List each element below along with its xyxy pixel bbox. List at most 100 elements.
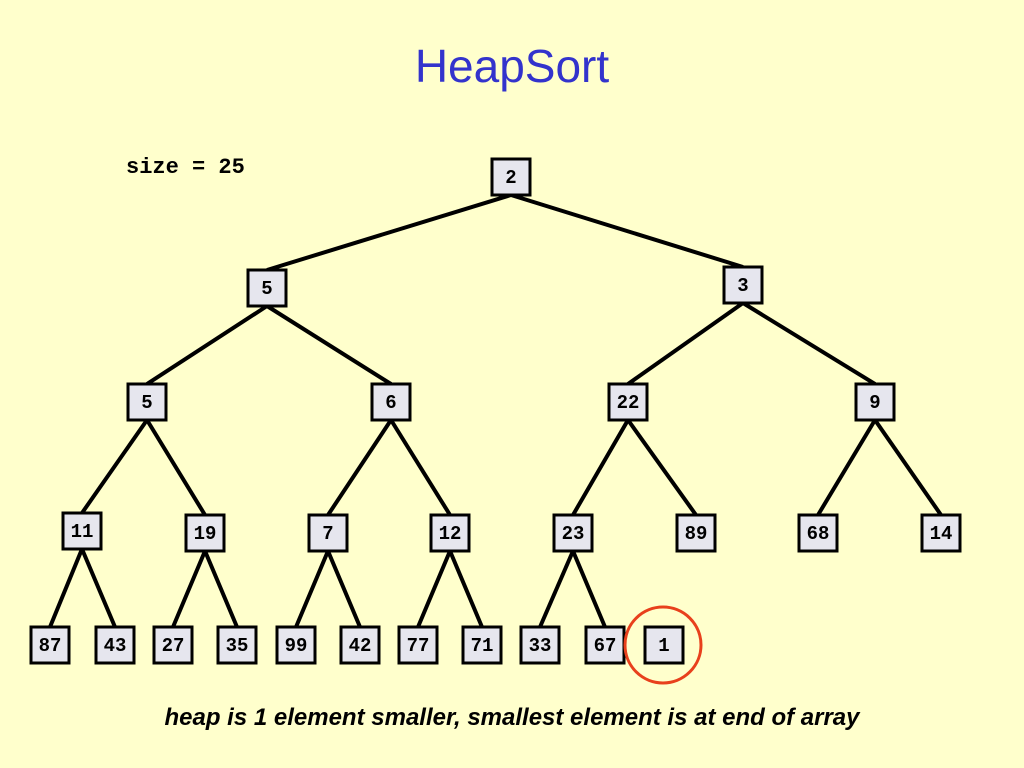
node-value: 7 xyxy=(322,523,333,545)
node-box xyxy=(920,513,962,553)
node-box xyxy=(29,625,71,665)
tree-node: 89 xyxy=(675,513,717,553)
tree-node: 22 xyxy=(607,382,649,422)
node-box xyxy=(490,157,532,197)
tree-node: 87 xyxy=(29,625,71,665)
tree-edge xyxy=(294,550,330,628)
node-value: 19 xyxy=(194,523,217,545)
node-value: 35 xyxy=(226,635,249,657)
tree-node: 9 xyxy=(854,382,896,422)
node-value: 43 xyxy=(104,635,127,657)
node-value: 77 xyxy=(407,635,430,657)
node-value: 6 xyxy=(385,392,396,414)
tree-node: 5 xyxy=(246,268,288,308)
tree-node: 27 xyxy=(152,625,194,665)
tree-node: 19 xyxy=(184,513,226,553)
node-value: 9 xyxy=(869,392,880,414)
node-value: 11 xyxy=(71,521,94,543)
tree-edge xyxy=(266,193,512,272)
size-label: size = 25 xyxy=(126,155,245,180)
node-value: 99 xyxy=(285,635,308,657)
tree-node: 99 xyxy=(275,625,317,665)
tree-edge xyxy=(510,193,744,269)
node-box xyxy=(126,382,168,422)
node-value: 2 xyxy=(505,167,516,189)
tree-edge xyxy=(416,550,452,628)
node-box xyxy=(675,513,717,553)
highlight-circle xyxy=(623,605,703,685)
tree-node: 14 xyxy=(920,513,962,553)
tree-edge xyxy=(389,418,452,517)
tree-edge xyxy=(203,550,239,628)
tree-node: 35 xyxy=(216,625,258,665)
node-value: 33 xyxy=(529,635,552,657)
tree-node: 71 xyxy=(461,625,503,665)
tree-edge xyxy=(326,550,362,628)
node-box xyxy=(552,513,594,553)
node-value: 89 xyxy=(685,523,708,545)
node-box xyxy=(461,625,503,665)
tree-edge xyxy=(80,548,117,628)
node-box xyxy=(854,382,896,422)
tree-edge xyxy=(326,418,393,517)
node-value: 67 xyxy=(594,635,617,657)
tree-node: 43 xyxy=(94,625,136,665)
node-value: 27 xyxy=(162,635,185,657)
tree-edge xyxy=(265,304,393,386)
tree-node: 23 xyxy=(552,513,594,553)
node-value: 22 xyxy=(617,392,640,414)
tree-node: 1 xyxy=(643,625,685,665)
node-value: 3 xyxy=(737,275,748,297)
node-box xyxy=(519,625,561,665)
highlight-layer xyxy=(623,605,703,685)
slide-title: HeapSort xyxy=(414,40,610,92)
node-box xyxy=(607,382,649,422)
tree-edge xyxy=(571,550,607,628)
tree-edge xyxy=(538,550,575,628)
node-value: 1 xyxy=(658,635,669,657)
tree-node: 33 xyxy=(519,625,561,665)
tree-node: 42 xyxy=(339,625,381,665)
node-box xyxy=(216,625,258,665)
node-box xyxy=(339,625,381,665)
node-box xyxy=(429,513,471,553)
tree-edge xyxy=(145,418,207,517)
tree-node: 5 xyxy=(126,382,168,422)
tree-node: 7 xyxy=(307,513,349,553)
tree-edge xyxy=(571,418,630,517)
node-value: 87 xyxy=(39,635,62,657)
tree-edge xyxy=(145,304,269,386)
tree-edge xyxy=(80,418,149,515)
node-box xyxy=(307,513,349,553)
tree-edge xyxy=(171,550,207,628)
node-box xyxy=(643,625,685,665)
node-box xyxy=(184,513,226,553)
tree-node: 6 xyxy=(370,382,412,422)
tree-node: 12 xyxy=(429,513,471,553)
tree-edge xyxy=(448,550,484,628)
tree-node: 68 xyxy=(797,513,839,553)
node-box xyxy=(94,625,136,665)
tree-edge xyxy=(873,418,943,517)
node-value: 12 xyxy=(439,523,462,545)
node-box xyxy=(61,511,103,551)
tree-node: 3 xyxy=(722,265,764,305)
tree-edge xyxy=(626,301,745,386)
node-value: 71 xyxy=(471,635,494,657)
node-box xyxy=(152,625,194,665)
node-box xyxy=(370,382,412,422)
node-value: 5 xyxy=(141,392,152,414)
tree-edge xyxy=(741,301,877,386)
tree-node: 11 xyxy=(61,511,103,551)
tree-node: 77 xyxy=(397,625,439,665)
node-value: 68 xyxy=(807,523,830,545)
node-value: 5 xyxy=(261,278,272,300)
caption: heap is 1 element smaller, smallest elem… xyxy=(164,704,860,731)
tree-edges xyxy=(48,193,943,628)
tree-edge xyxy=(816,418,877,517)
tree-edge xyxy=(48,548,84,628)
node-box xyxy=(397,625,439,665)
node-value: 14 xyxy=(930,523,953,545)
node-box xyxy=(722,265,764,305)
